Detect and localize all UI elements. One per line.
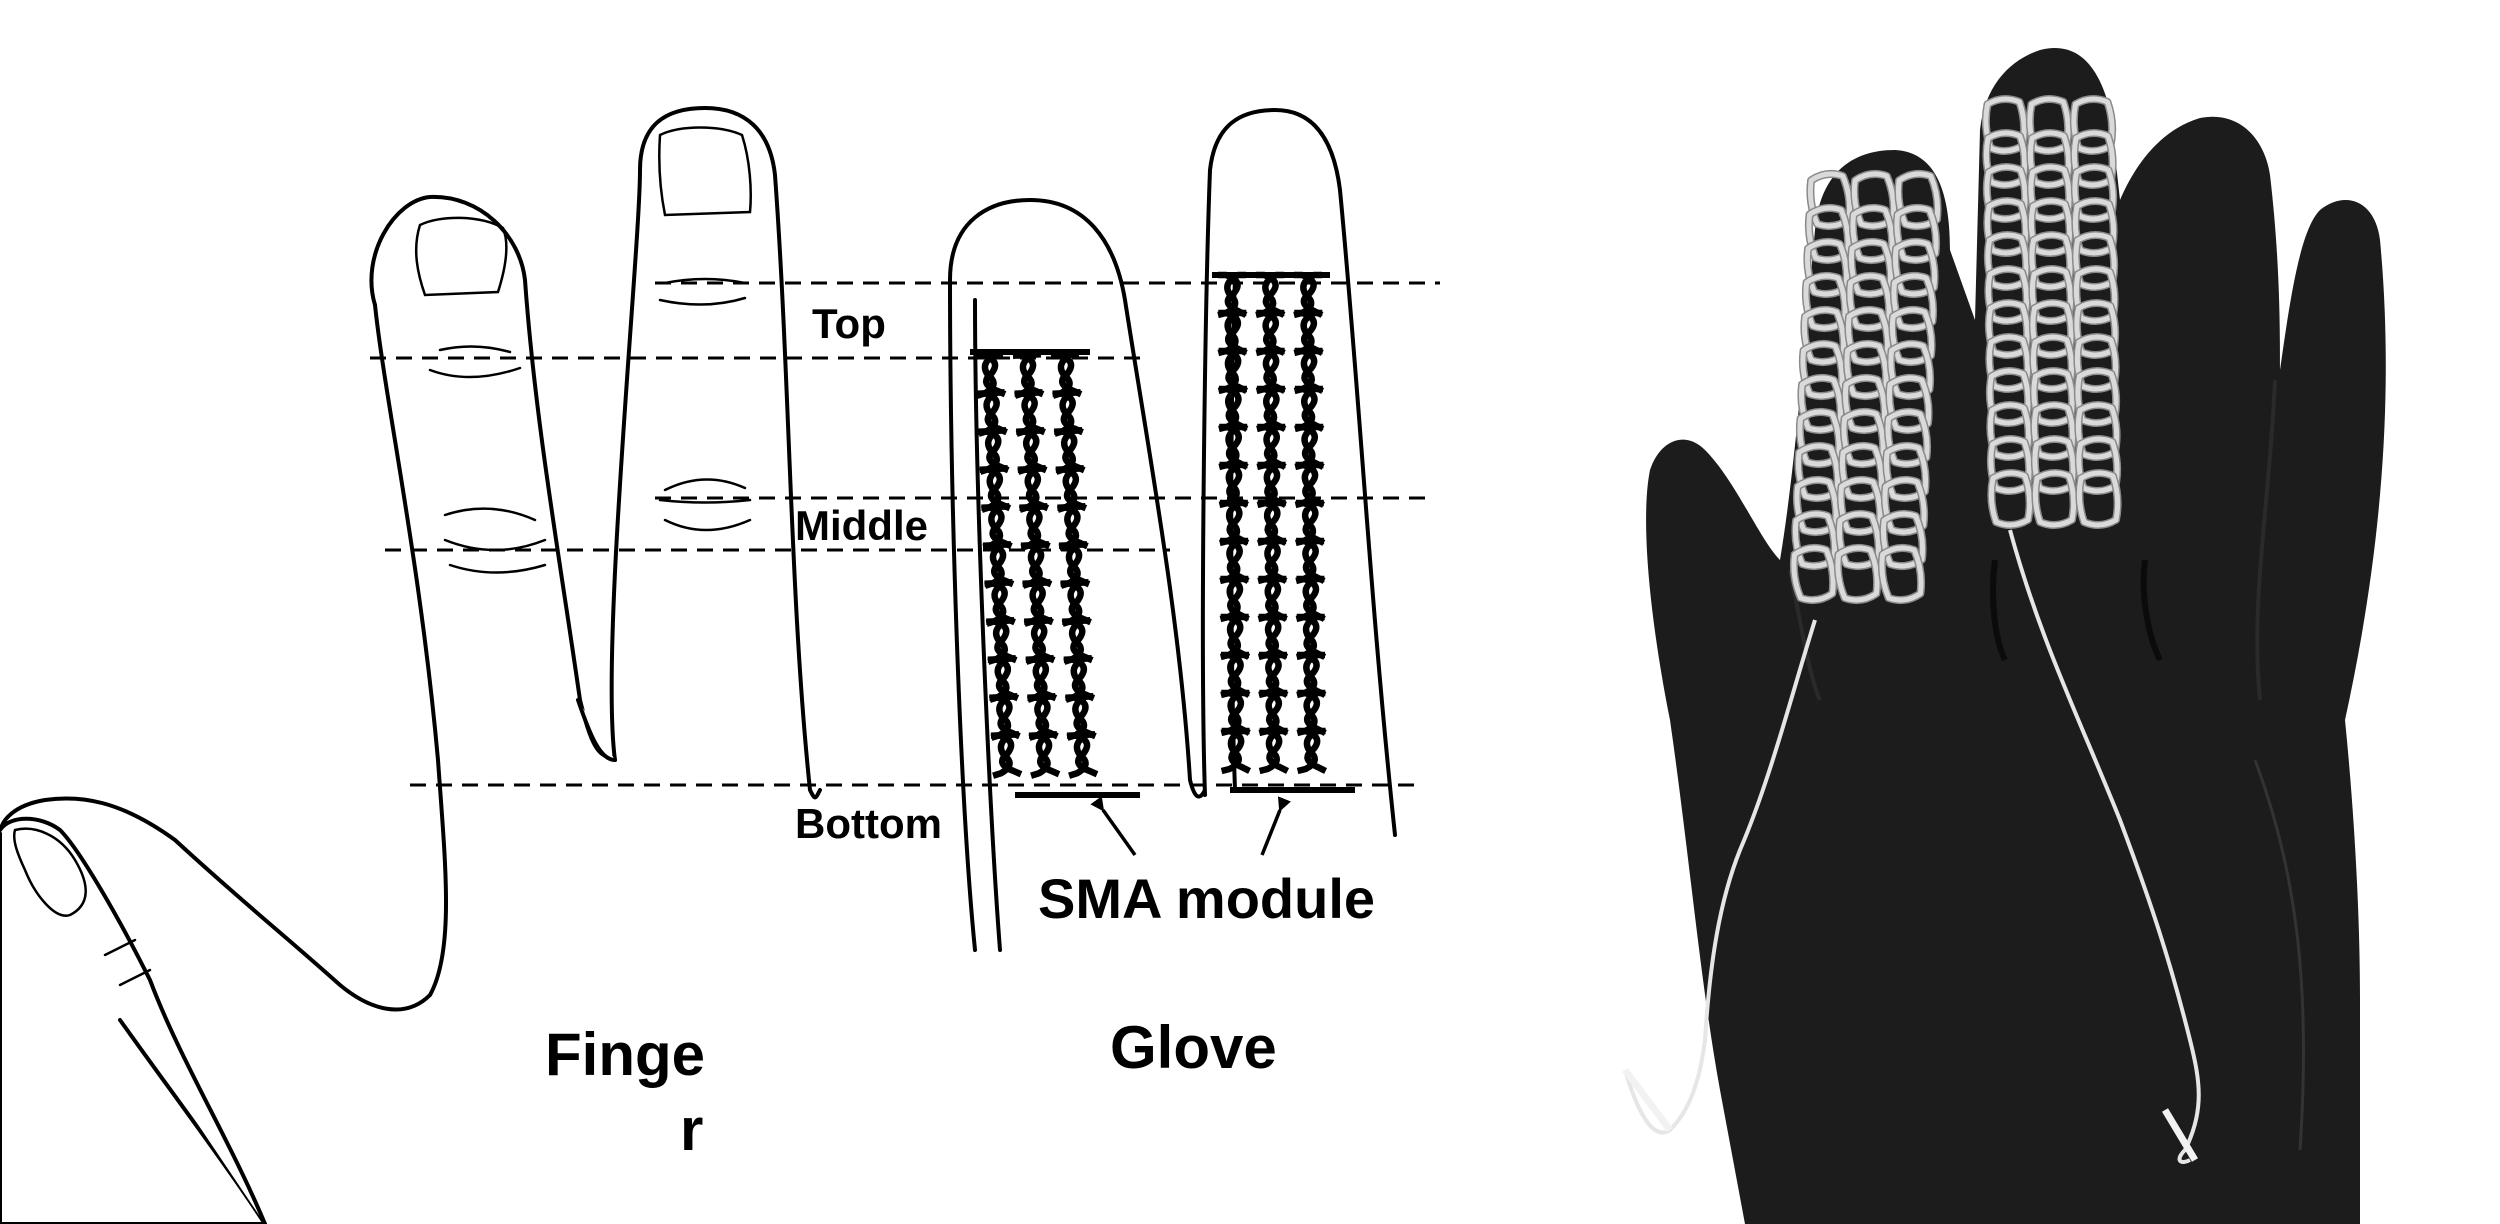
middle-finger-outline — [612, 108, 820, 798]
palm-thumb-outline — [0, 305, 446, 1224]
glove-label: Glove — [1110, 1014, 1277, 1081]
middle-label: Middle — [795, 502, 928, 549]
finger-label-line1: Finge — [545, 1021, 705, 1088]
bottom-label: Bottom — [795, 800, 942, 847]
finger-label-line2: r — [680, 1096, 703, 1163]
top-label: Top — [812, 300, 886, 347]
glove-photo — [1600, 0, 2500, 1224]
sma-module-label: SMA module — [1038, 867, 1375, 930]
glove-drawing — [950, 110, 1395, 950]
arrow-right — [1262, 810, 1280, 855]
